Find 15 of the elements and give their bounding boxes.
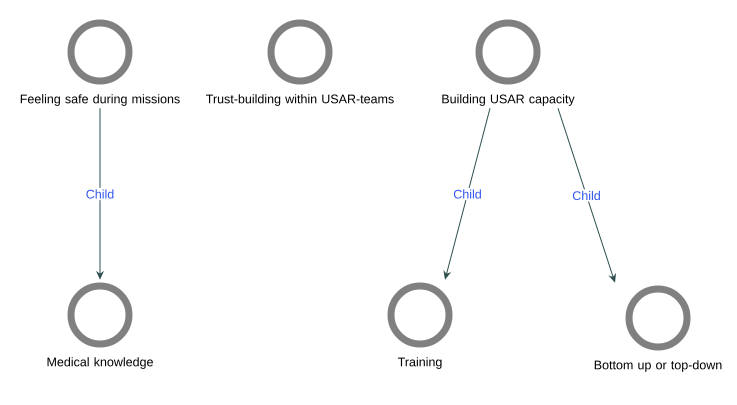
circle-node: Trust-building within USAR-teams	[206, 20, 394, 106]
node-label: Training	[398, 357, 442, 369]
circle-node: Building USAR capacity	[442, 20, 575, 106]
circle-node: Training	[388, 282, 452, 369]
node-label: Bottom up or top-down	[594, 360, 722, 372]
node-label: Medical knowledge	[48, 357, 153, 369]
node-label: Feeling safe during missions	[20, 94, 180, 106]
circle-node: Medical knowledge	[48, 282, 153, 369]
circle-node: Feeling safe during missions	[20, 20, 180, 106]
edge-label: Child	[84, 188, 116, 200]
edge-label: Child	[452, 188, 484, 200]
node-label: Building USAR capacity	[442, 94, 575, 106]
edge-label: Child	[570, 189, 602, 202]
circle-node: Bottom up or top-down	[594, 286, 722, 372]
node-label: Trust-building within USAR-teams	[206, 94, 394, 106]
